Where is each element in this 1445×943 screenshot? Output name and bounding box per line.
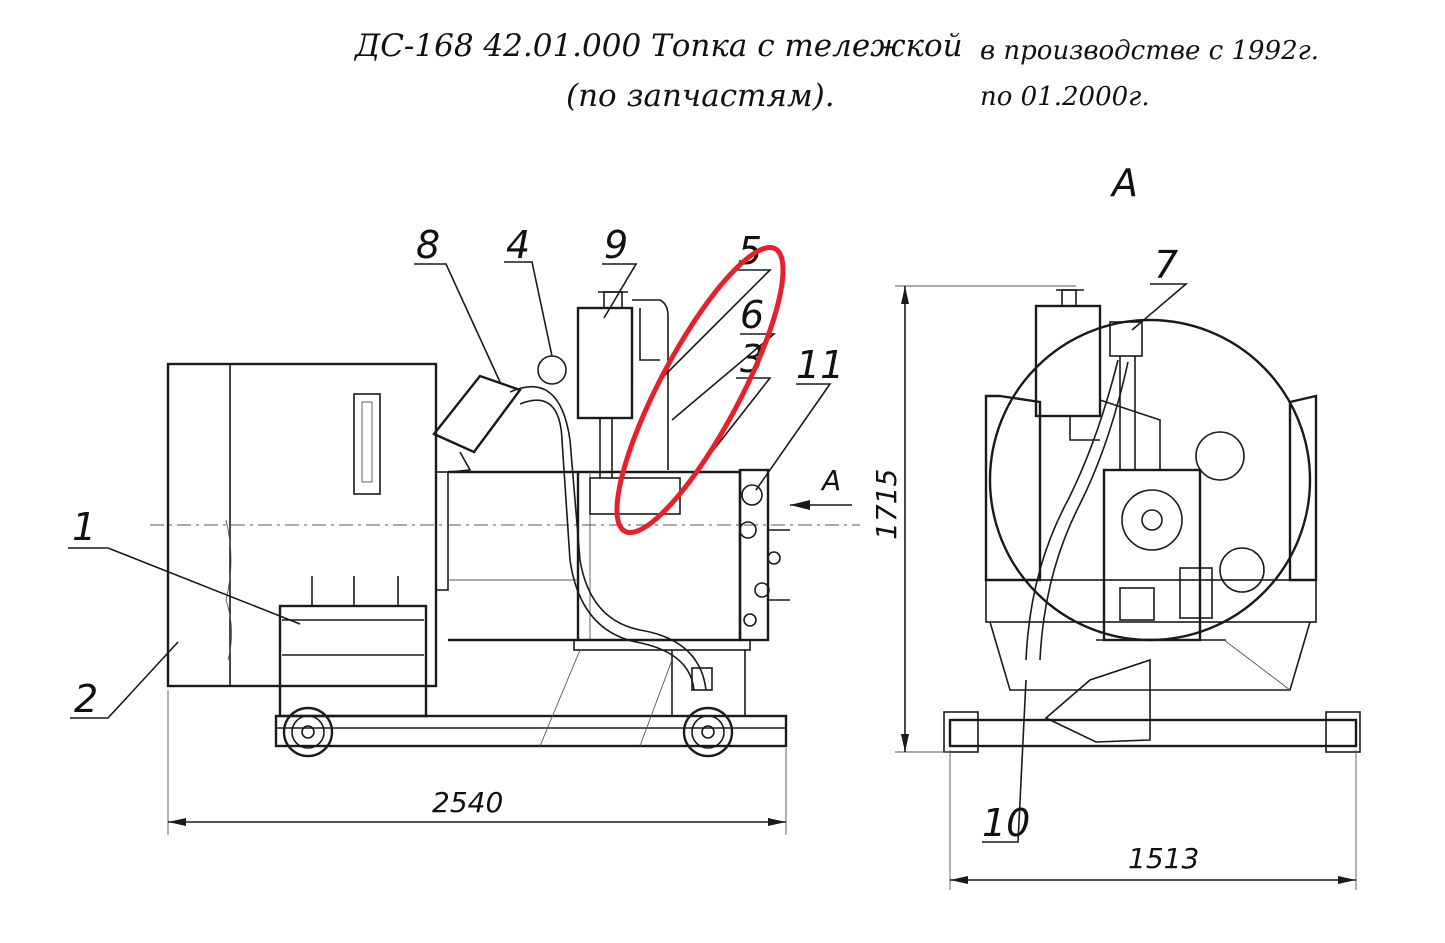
sight-window (353, 393, 381, 495)
production-period-line1: в производстве с 1992г. (980, 36, 1320, 66)
rear-wheel (282, 706, 334, 758)
view-arrow-label: А (820, 464, 841, 497)
feeder-hopper (432, 374, 522, 454)
production-period-line2: по 01.2000г. (980, 82, 1150, 112)
pressure-gauge (537, 355, 567, 385)
drawing-title-line1: ДС-168 42.01.000 Топка с тележкой (355, 28, 963, 64)
view-label: А (1109, 161, 1138, 205)
side-view: 2540 А 1 2 3 4 5 6 8 9 11 (68, 223, 860, 835)
front-wheel (682, 706, 734, 758)
drawing-title-line2: (по запчастям). (566, 78, 835, 114)
cart-frame (274, 714, 788, 748)
ash-box (278, 604, 428, 718)
highlight-ellipse (614, 244, 786, 536)
leader-lines (68, 261, 832, 719)
callout-2: 2 (74, 677, 98, 721)
callout-10: 10 (982, 801, 1030, 845)
dimension-length: 2540 (167, 690, 787, 835)
callout-9: 9 (604, 223, 628, 267)
front-view: А (870, 161, 1361, 890)
front-cart-frame (948, 718, 1358, 748)
dimension-1513: 1513 (1128, 842, 1199, 875)
drum-outline (988, 318, 1312, 642)
view-arrow: А (790, 464, 852, 510)
dimension-1715: 1715 (870, 469, 903, 540)
callout-1: 1 (72, 505, 96, 549)
fuel-tank (576, 306, 634, 420)
burner-unit (1102, 468, 1202, 642)
callout-7: 7 (1154, 243, 1178, 287)
callout-8: 8 (416, 223, 440, 267)
callout-4: 4 (506, 223, 530, 267)
dimension-width: 1513 (949, 750, 1357, 890)
dimension-2540: 2540 (432, 786, 503, 819)
dimension-height: 1715 (870, 285, 1076, 753)
callout-11: 11 (796, 343, 844, 387)
front-fuel-tank (1034, 304, 1102, 418)
callout-6: 6 (740, 293, 764, 337)
burner-flange (738, 468, 770, 642)
